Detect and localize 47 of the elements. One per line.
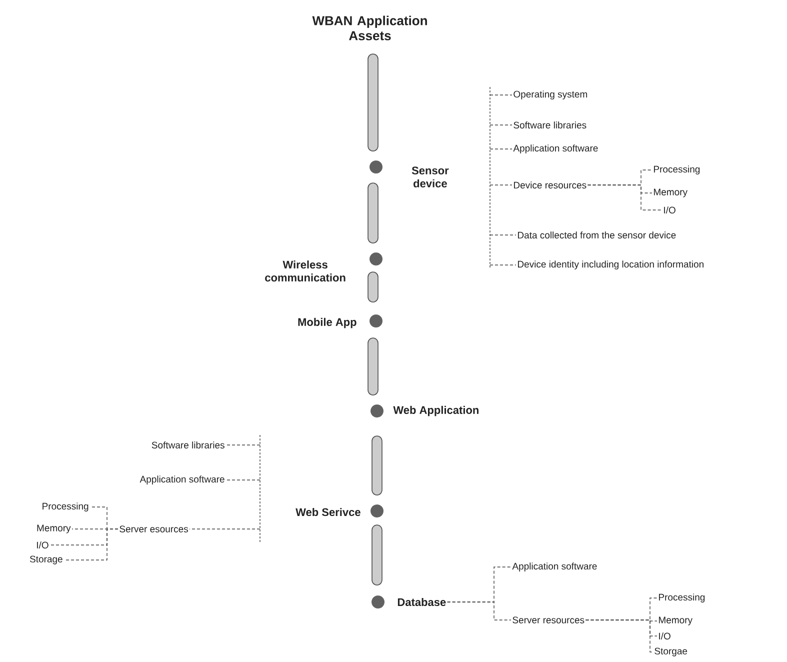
item-label: Memory <box>37 524 71 534</box>
connector <box>189 528 260 530</box>
item-label: Processing <box>654 166 700 174</box>
connector <box>490 264 516 266</box>
item-label: Processing <box>659 594 705 602</box>
connector <box>226 444 260 446</box>
title: WBAN Application Assets <box>312 16 427 40</box>
bar <box>372 436 382 496</box>
node-label: Mobile App <box>298 318 356 328</box>
connector <box>490 94 512 96</box>
item-label: Device identity including location information <box>518 260 704 270</box>
bar <box>372 524 382 586</box>
item-label: Memory <box>654 188 688 198</box>
item-label: I/O <box>37 542 48 548</box>
bar <box>368 338 378 396</box>
node-label: Wireless communication <box>265 260 346 282</box>
node-label: Web Serivce <box>296 508 360 516</box>
connector <box>446 602 512 620</box>
item-label: Storgae <box>654 648 688 656</box>
connector <box>64 528 118 560</box>
bar <box>368 182 378 244</box>
node-label: Web Application <box>393 406 478 416</box>
item-label: I/O <box>659 632 670 640</box>
item-label: Device resources <box>514 182 586 188</box>
item-label: Application software <box>512 562 597 572</box>
item-label: Operating system <box>514 90 588 100</box>
bar <box>368 272 378 302</box>
node-label: Sensor device <box>412 166 449 188</box>
item-label: Storage <box>30 556 62 564</box>
connector <box>587 184 662 210</box>
item-label: Software libraries <box>152 442 224 448</box>
item-label: Software libraries <box>514 122 586 128</box>
connector <box>585 620 654 652</box>
item-label: I/O <box>664 206 676 214</box>
connector <box>490 184 512 186</box>
item-label: Memory <box>659 616 692 626</box>
connector <box>490 124 512 126</box>
item-label: Server resources <box>512 616 584 624</box>
item-label: Application software <box>513 144 598 154</box>
item-label: Data collected from the sensor device <box>518 232 676 238</box>
connector <box>490 234 516 236</box>
item-label: Application software <box>140 476 224 484</box>
node-label: Database <box>398 598 446 606</box>
item-label: Processing <box>42 502 88 512</box>
bar <box>368 54 378 152</box>
item-label: Server esources <box>120 526 188 532</box>
connector <box>490 148 512 150</box>
